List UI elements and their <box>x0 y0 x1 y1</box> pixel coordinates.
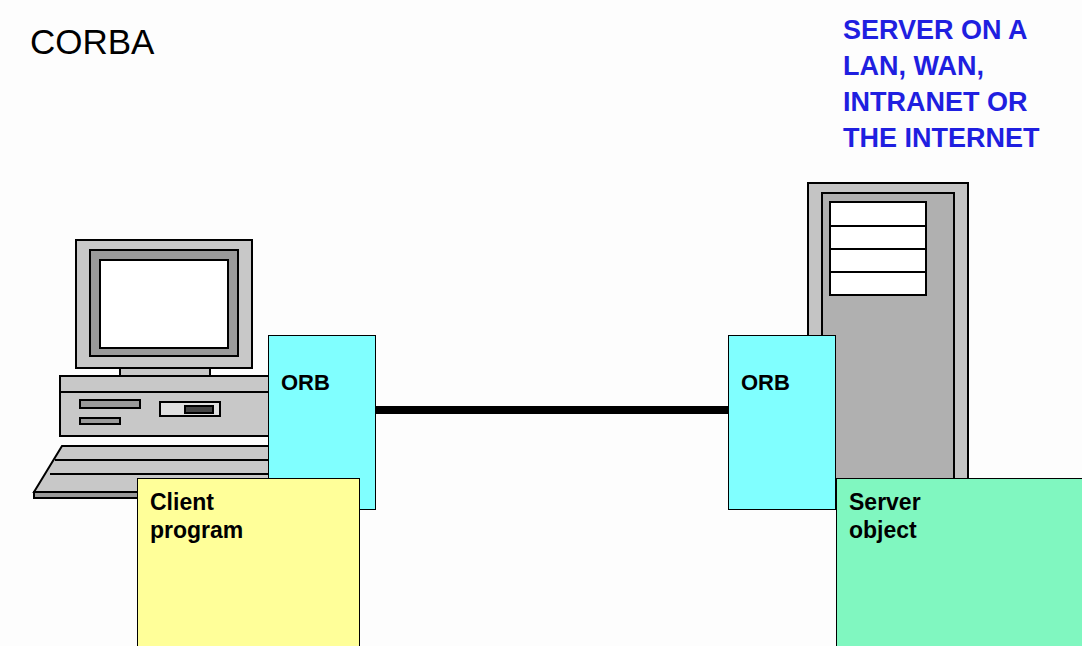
computer-illustration <box>34 240 286 498</box>
diagram-title: CORBA <box>30 22 154 62</box>
server-box: Server object <box>836 478 1082 646</box>
location-note: SERVER ON A LAN, WAN, INTRANET OR THE IN… <box>843 12 1061 156</box>
node-text: Server object <box>849 489 967 544</box>
network-link <box>376 406 728 414</box>
client-box: Client program <box>137 478 360 646</box>
node-text: ORB <box>281 370 375 396</box>
orb-box: ORB <box>728 335 836 510</box>
node-text: ORB <box>741 370 835 396</box>
node-text: Client program <box>150 489 268 544</box>
